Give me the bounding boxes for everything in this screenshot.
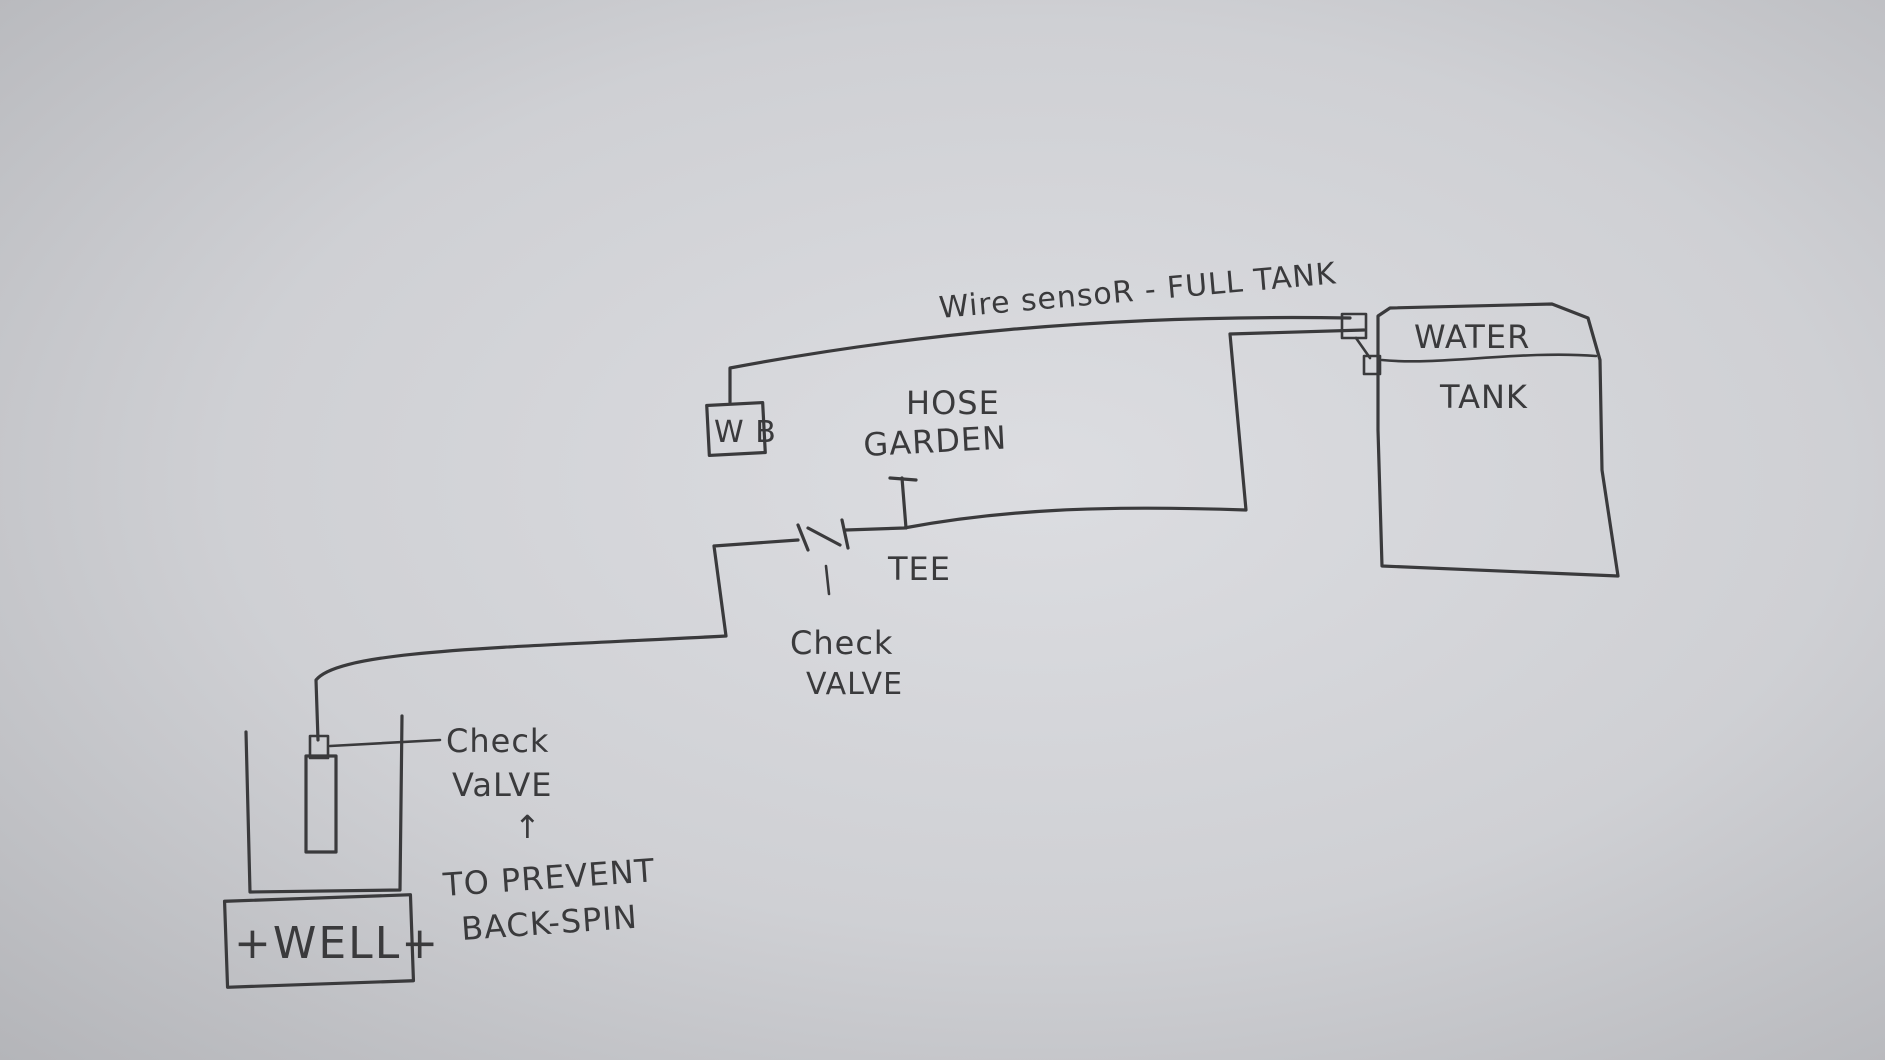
check-valve-mid-label-1: Check (790, 624, 893, 662)
wb-label: W B (714, 415, 777, 450)
wire-sensor-label: Wire sensoR - FULL TANK (938, 256, 1339, 326)
well-label-box (222, 893, 416, 989)
well-casing (244, 714, 404, 894)
well-label: +WELL+ (234, 918, 440, 969)
prevent-label-2: BACK-SPIN (460, 898, 639, 948)
up-arrow-icon: ↑ (514, 808, 542, 846)
supply-pipe (314, 538, 800, 742)
water-tank-label-2: TANK (1439, 378, 1528, 416)
well-check-valve (308, 734, 330, 760)
sensor-drop (1354, 336, 1372, 360)
wb-control-box (705, 400, 767, 458)
check-valve-well-label-1: Check (446, 722, 549, 760)
check-valve-mid-label-2: VALVE (806, 667, 903, 702)
prevent-label-1: TO PREVENT (441, 851, 656, 904)
tee-stem (900, 476, 908, 530)
garden-label: GARDEN (862, 419, 1008, 464)
check-valve-well-label-2: VaLVE (452, 766, 552, 804)
supply-pipe-after-valve (844, 328, 1366, 532)
check-valve-symbol (796, 523, 810, 552)
tank-water-line (1380, 353, 1598, 363)
check-valve-bar (840, 518, 850, 550)
sensor-connector-icon (1340, 312, 1368, 340)
water-tank-outline (1376, 302, 1620, 578)
hose-label: HOSE (906, 384, 1000, 422)
tee-label: TEE (887, 550, 951, 588)
float-sensor-icon (1362, 354, 1382, 376)
check-valve-pointer (824, 564, 831, 596)
tee-top (888, 476, 918, 482)
sensor-wire (728, 315, 1352, 404)
well-check-valve-leader (328, 738, 442, 748)
well-pump (304, 754, 338, 854)
check-valve-diagonal (806, 526, 842, 547)
water-tank-label-1: WATER (1414, 318, 1530, 356)
